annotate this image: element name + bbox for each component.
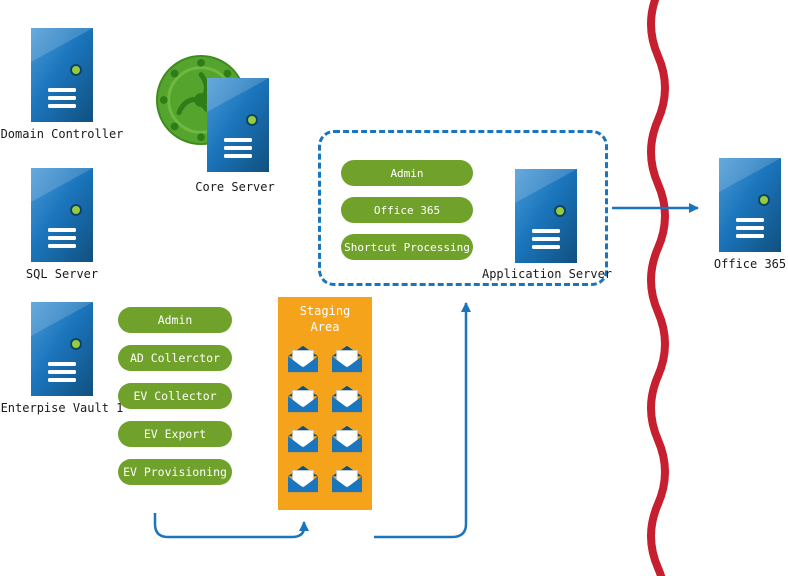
server-icon	[207, 78, 269, 172]
pill-office-365: Office 365	[341, 197, 473, 223]
server-icon	[31, 168, 93, 262]
pill-ev-export: EV Export	[118, 421, 232, 447]
envelope-icon	[286, 344, 320, 374]
node-office-365: Office 365	[688, 158, 788, 271]
node-label: Application Server	[481, 267, 613, 281]
staging-area-label: Staging Area	[299, 304, 351, 334]
connector-staging-to-appserver	[374, 302, 471, 539]
envelope-icon	[286, 384, 320, 414]
app-pill-group: Admin Office 365 Shortcut Processing	[341, 160, 473, 260]
node-core-server: Core Server	[150, 52, 280, 202]
node-label: SQL Server	[25, 267, 99, 281]
server-icon	[31, 302, 93, 396]
envelope-icon	[330, 464, 364, 494]
node-label: Core Server	[195, 180, 275, 194]
envelope-icon	[330, 384, 364, 414]
server-icon	[31, 28, 93, 122]
pill-admin: Admin	[118, 307, 232, 333]
pill-ad-collector: AD Collerctor	[118, 345, 232, 371]
staging-area: Staging Area	[278, 297, 372, 510]
envelope-icon	[330, 344, 364, 374]
envelope-icon	[286, 464, 320, 494]
application-server-group: Admin Office 365 Shortcut Processing App…	[318, 130, 612, 286]
node-label: Office 365	[713, 257, 787, 271]
pill-ev-collector: EV Collector	[118, 383, 232, 409]
envelope-icon	[286, 424, 320, 454]
node-sql-server: SQL Server	[0, 168, 124, 281]
envelope-icon	[330, 424, 364, 454]
connector-services-to-staging	[153, 513, 309, 539]
pill-ev-provisioning: EV Provisioning	[118, 459, 232, 485]
node-label: Enterpise Vault 1	[0, 401, 124, 415]
node-enterprise-vault: Enterpise Vault 1	[0, 302, 124, 415]
network-boundary-line	[647, 0, 669, 576]
node-label: Domain Controller	[0, 127, 124, 141]
server-icon	[719, 158, 781, 252]
node-domain-controller: Domain Controller	[0, 28, 124, 141]
pill-admin: Admin	[341, 160, 473, 186]
pill-shortcut-processing: Shortcut Processing	[341, 234, 473, 260]
envelope-grid	[286, 344, 364, 494]
server-icon	[515, 169, 577, 263]
ev-services-pill-group: Admin AD Collerctor EV Collector EV Expo…	[118, 307, 232, 485]
